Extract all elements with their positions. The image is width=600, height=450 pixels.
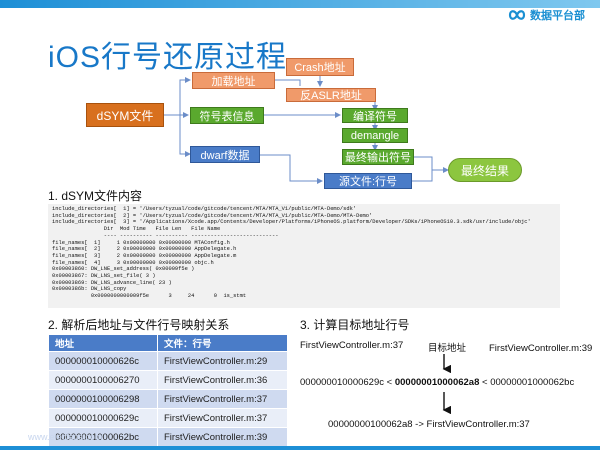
file-line-cell: FirstViewController.m:36 (157, 370, 288, 390)
address-cell: 000000010000626c (48, 351, 158, 371)
code-line: file_names[ 1] 1 0x00000000 0x00000000 M… (52, 239, 230, 246)
compile-symbol-node: 编译符号 (342, 108, 408, 123)
page-title: iOS行号还原过程 (48, 41, 288, 74)
target-address-label: 目标地址 (428, 343, 467, 354)
source-line-node: 源文件:行号 (324, 173, 412, 189)
bottom-accent-bar (0, 446, 600, 450)
result-line: 00000000100062a8 -> FirstViewController.… (328, 419, 530, 430)
table-row: 000000010000626c FirstViewController.m:2… (48, 351, 288, 371)
code-line: 0x0000000000009f5e 3 24 0 is_stmt (52, 293, 247, 300)
crash-address-node: Crash地址 (286, 58, 354, 76)
address-line-map-table: 地址 文件：行号 000000010000626c FirstViewContr… (48, 334, 288, 447)
comparison-expression: 000000010000629c < 00000001000062a8 < 00… (300, 377, 574, 388)
code-line: 0x00003867: DW_LNS_set_file( 3 ) (52, 273, 156, 280)
table-row: 00000001000062bc FirstViewController.m:3… (48, 427, 288, 447)
demangle-node: demangle (342, 128, 408, 143)
code-line: include_directories[ 2] = '/Users/tyzual… (52, 212, 373, 219)
top-accent-bar (0, 0, 600, 8)
section-2-heading: 2. 解析后地址与文件行号映射关系 (48, 318, 230, 332)
code-line: file_names[ 2] 2 0x00000000 0x00000000 A… (52, 246, 237, 253)
logo-text: 数据平台部 (530, 10, 585, 22)
symbol-table-node: 符号表信息 (190, 107, 264, 124)
section-1-heading: 1. dSYM文件内容 (48, 189, 143, 203)
code-line: 0x00003869: DW_LNS_advance_line( 23 ) (52, 279, 172, 286)
anti-aslr-address-node: 反ASLR地址 (286, 88, 376, 102)
section-3-heading: 3. 计算目标地址行号 (300, 318, 410, 332)
expr-upper: < 00000001000062bc (482, 377, 575, 388)
code-line: file_names[ 3] 2 0x00000000 0x00000000 A… (52, 252, 237, 259)
address-cell: 0000000100006270 (48, 370, 158, 390)
final-symbol-node: 最终输出符号 (342, 149, 414, 165)
lower-bound-label: FirstViewController.m:37 (300, 340, 404, 351)
dsym-file-node: dSYM文件 (86, 103, 164, 127)
expr-lower: 000000010000629c < (300, 377, 393, 388)
brand-logo: 数据平台部 (508, 6, 596, 24)
dsym-content-code: include_directories[ 1] = '/Users/tyzual… (48, 204, 560, 308)
code-line: file_names[ 4] 3 0x00000000 0x00000000 o… (52, 259, 214, 266)
file-line-cell: FirstViewController.m:39 (157, 427, 288, 447)
final-result-node: 最终结果 (448, 158, 522, 182)
code-line: 0x0000386b: DW_LNS_copy (52, 286, 127, 293)
code-line: include_directories[ 1] = '/Users/tyzual… (52, 206, 357, 212)
code-line: Dir Mod Time File Len File Name (52, 226, 221, 233)
upper-bound-label: FirstViewController.m:39 (489, 343, 593, 354)
code-line: 0x00003860: DW_LNE_set_address( 0x00009f… (52, 266, 195, 273)
code-line: ---- ---------- ---------- -------------… (52, 232, 279, 239)
code-line: include_directories[ 3] = '/Applications… (52, 219, 531, 226)
table-header-row: 地址 文件：行号 (48, 334, 288, 352)
table-row: 0000000100006270 FirstViewController.m:3… (48, 370, 288, 390)
dwarf-data-node: dwarf数据 (190, 146, 260, 163)
expr-target: 00000001000062a8 (394, 377, 480, 388)
file-line-cell: FirstViewController.m:29 (157, 351, 288, 371)
column-header-file-line: 文件：行号 (157, 334, 288, 352)
logo-infinity-icon (508, 10, 526, 20)
load-address-node: 加载地址 (192, 72, 275, 89)
address-cell: 000000010000629c (48, 408, 158, 428)
address-cell: 00000001000062bc (48, 427, 158, 447)
watermark: www.elecfans.com (28, 432, 103, 442)
